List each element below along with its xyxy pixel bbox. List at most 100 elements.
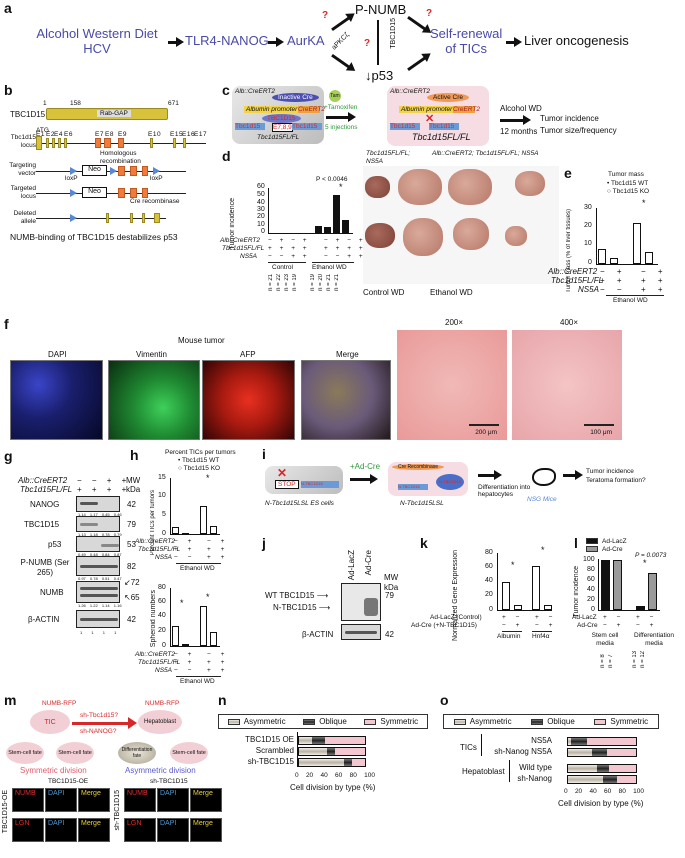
d-bar [315, 226, 322, 233]
k-signs-cre: − + − + [502, 622, 557, 629]
ytick: 40 [158, 612, 166, 619]
g-row-cre: Alb::CreERT2 [18, 476, 68, 485]
quant-values: 1.26 1.22 1.14 1.16 [78, 603, 122, 608]
h-bar [172, 626, 179, 646]
active-cre: Active Cre [427, 93, 469, 102]
group-line [176, 563, 221, 564]
arrow-icon [168, 37, 184, 47]
panel-i-label: i [262, 446, 266, 462]
panel-c-label: c [222, 82, 230, 98]
arrow-icon [350, 474, 378, 484]
left-genotype: Tbc1d15FL/FL [257, 134, 300, 141]
merge-image: Merge [78, 788, 110, 812]
panel-k-label: k [420, 535, 428, 551]
d-bar [324, 227, 331, 233]
question-mark: ? [322, 10, 329, 21]
k-yaxis [497, 553, 498, 610]
significance-star: * [511, 560, 515, 570]
ytick: 60 [485, 563, 493, 570]
o-bar [567, 748, 637, 757]
h-xaxis-bottom [170, 646, 220, 647]
arrow-icon [500, 115, 531, 125]
loxp-label: loxP [150, 175, 163, 182]
ytick: 20 [485, 591, 493, 598]
l-group-diff: Differentiation media [634, 632, 674, 647]
j-kda: kDa [384, 583, 399, 592]
l-bar-lacz [601, 560, 610, 610]
o-xlabel: Cell division by type (%) [558, 799, 644, 808]
creert2: CreERT2 [453, 106, 480, 113]
ytick: 20 [587, 596, 595, 603]
panel-m-label: m [4, 692, 17, 708]
exon-e9 [118, 138, 124, 148]
channel-dapi: DAPI [48, 350, 67, 359]
blot-actin [341, 624, 381, 640]
targeted-line [36, 193, 186, 194]
scalebar-label: 100 μm [590, 429, 612, 436]
ytick: 5 [162, 511, 166, 518]
h-row-ns5a: NS5A [155, 667, 172, 674]
symmetric-label: Symmetric division [20, 766, 87, 775]
neo-box: Neo [82, 187, 107, 198]
dapi-image: DAPI [157, 818, 189, 842]
exon-e16 [183, 138, 186, 148]
p53: ↓p53 [365, 68, 394, 83]
k-signs-lacz: + − + − [502, 614, 557, 621]
e-bar [598, 249, 606, 264]
he-label-200x: 200× [445, 318, 464, 327]
n-tbc1d15-band [364, 598, 378, 616]
h-yaxis-top [170, 478, 171, 534]
l-legend-cre: Ad-Cre [586, 546, 623, 553]
right-genotype: Tbc1d15FL/FL [412, 132, 471, 142]
atg-label: ATG [36, 127, 49, 134]
exon-icon [142, 213, 145, 223]
o-group-hepatoblast: Hepatoblast [462, 767, 505, 776]
blot-kda: 53 [127, 540, 136, 549]
loxp-label: loxP [65, 175, 78, 182]
lane-adcre: Ad-Cre [364, 550, 373, 576]
merge-image: Merge [190, 818, 222, 842]
rab-gap-domain: Rab-GAP [97, 110, 131, 117]
nsg-mice-label: NSG Mice [527, 496, 557, 503]
d-group-ethanol: Ethanol WD [312, 264, 347, 271]
blot-pnumb [76, 556, 120, 576]
h-bar [182, 644, 189, 646]
g-signs-cre: − − + + [77, 476, 131, 485]
input-line2: HCV [83, 41, 111, 56]
sh-nanog-label: sh-NANOG? [80, 728, 117, 735]
h-group: Ethanol WD [180, 678, 215, 685]
scale-bar [469, 424, 499, 426]
k-xaxis [497, 610, 552, 611]
l-bar-cre [648, 573, 657, 610]
h-signs-cre: − + − + [174, 651, 229, 658]
injections-label: 5 injections [325, 124, 358, 131]
h-group: Ethanol WD [180, 565, 215, 572]
scalebar-label: 200 μm [475, 429, 497, 436]
j-mw: MW [384, 573, 399, 582]
tamoxifen-label: +Tamoxifen [324, 104, 358, 111]
ad-cre-label: +Ad-Cre [350, 462, 381, 471]
o-row-label: sh-Nanog [517, 774, 552, 783]
tbc1d15-vertical: TBC1D15 [390, 18, 397, 49]
blot-kda-65: ↖65 [124, 593, 140, 602]
ntbc-gene: N-TBC1D15 [301, 481, 339, 488]
l-bar-cre [613, 560, 622, 610]
i-outcome-2: Teratoma formation? [586, 477, 646, 484]
d-bar [333, 195, 340, 233]
photo-header-left: Tbc1d15FL/FL; NS5A [366, 150, 411, 165]
loxp-icon [70, 214, 77, 222]
l-signs-lacz: + − + − [603, 614, 658, 621]
photo-header-right: Alb::CreERT2; Tbc1d15FL/FL; NS5A [432, 150, 539, 157]
exon-icon [52, 138, 55, 148]
row-targeted-locus: Targeted locus [10, 185, 36, 200]
exon-e8 [104, 138, 111, 148]
blot-label-numb: NUMB [40, 588, 64, 597]
hepatoblast-cell: Hepatoblast [138, 710, 182, 734]
panel-g-label: g [4, 448, 13, 464]
liver-image [398, 169, 442, 205]
h-row-fl: Tbc1d15FL/FL [138, 546, 181, 553]
gene-left: Tbc1d15 [390, 123, 420, 130]
channel-merge: Merge [336, 350, 359, 359]
h-signs-ns5a: − − + + [174, 554, 229, 561]
quant-values: 0.97 0.78 0.51 0.47 [78, 576, 122, 581]
